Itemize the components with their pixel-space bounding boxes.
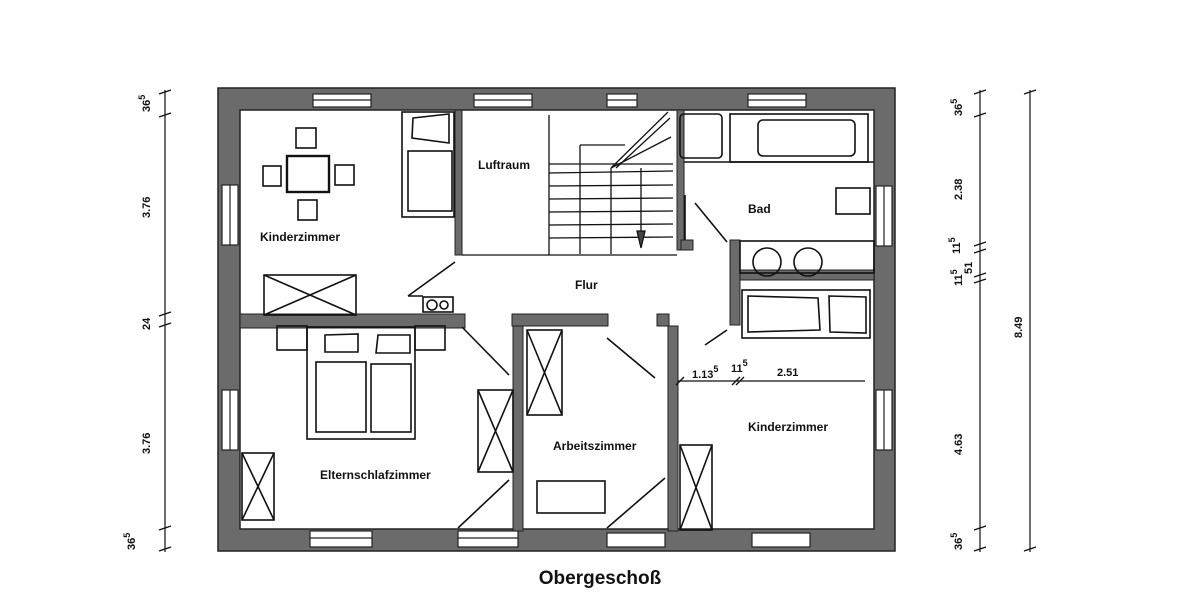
- furniture: [241, 111, 875, 531]
- dimension-lines: [158, 89, 1037, 552]
- plan-title: Obergeschoß: [538, 568, 662, 589]
- dim-left-bottom: 365: [122, 533, 138, 550]
- dim-interior-2: 115: [731, 358, 748, 375]
- dim-interior-1: 1.135: [692, 364, 718, 381]
- dim-left-room-1: 3.76: [141, 197, 153, 218]
- dim-right-wall-1: 115: [947, 237, 963, 254]
- room-label-flur: Flur: [575, 278, 598, 292]
- dim-left-top: 365: [137, 95, 153, 112]
- dim-left-wall: 24: [141, 317, 153, 330]
- room-label-bad: Bad: [748, 202, 771, 216]
- room-label-elternschlafzimmer: Elternschlafzimmer: [320, 468, 431, 482]
- dim-interior-3: 2.51: [777, 367, 798, 379]
- dim-right-bottom: 365: [949, 533, 965, 550]
- room-label-kinderzimmer-1: Kinderzimmer: [260, 230, 340, 244]
- dim-right-gap: 51: [963, 262, 975, 274]
- dim-overall-depth: 8.49: [1013, 317, 1025, 338]
- dimension-labels-right: 365 2.38 115 51 115 4.63 365 8.49: [947, 99, 1025, 550]
- staircase: [462, 111, 677, 256]
- room-labels: Kinderzimmer Luftraum Bad Flur Elternsch…: [260, 158, 828, 482]
- dim-right-wall-2: 115: [949, 269, 965, 286]
- dimension-labels-left: 365 3.76 24 3.76 365: [122, 95, 153, 550]
- dim-right-room: 4.63: [953, 434, 965, 455]
- dim-right-bad: 2.38: [953, 179, 965, 200]
- room-label-arbeitszimmer: Arbeitszimmer: [553, 439, 637, 453]
- dim-right-top: 365: [949, 99, 965, 116]
- windows: [221, 93, 893, 548]
- room-label-luftraum: Luftraum: [478, 158, 530, 172]
- room-label-kinderzimmer-2: Kinderzimmer: [748, 420, 828, 434]
- dimension-labels-interior: 1.135 115 2.51: [692, 358, 798, 381]
- dim-left-room-2: 3.76: [141, 433, 153, 454]
